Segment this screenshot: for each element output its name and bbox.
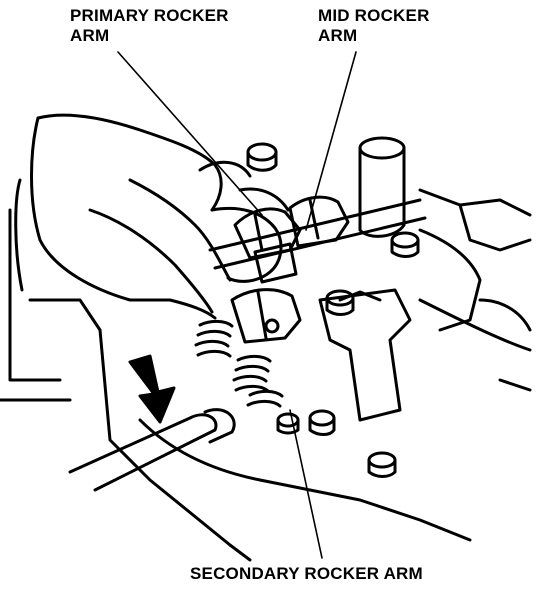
secondary-rocker-arm [230,288,302,344]
valve-springs [194,319,284,408]
tool-handle [68,408,236,492]
secondary-rocker-arm-label: SECONDARY ROCKER ARM [190,564,423,583]
mid-rocker-arm [288,195,350,248]
bolt-lower-right [367,451,397,478]
callout-leader-lines [117,51,357,559]
bolt-top-left [246,142,278,172]
bolt-lower-mid [308,409,336,436]
technician-hand [30,113,290,320]
mid-label-line2: ARM [318,26,358,45]
bolt-top-mid [390,231,420,258]
cam-holder-right [318,228,482,422]
mid-rocker-arm-label: MID ROCKER ARM [318,6,430,46]
primary-label-line1: PRIMARY ROCKER [70,6,229,25]
mid-label-line1: MID ROCKER [318,6,430,25]
primary-rocker-arm-label: PRIMARY ROCKER ARM [70,6,229,46]
cylinder-head [98,188,532,562]
bolt-lower-left [276,412,300,435]
bolt-center [325,289,355,316]
primary-label-line2: ARM [70,26,110,45]
tappet-cylinder [358,136,406,238]
engine-block-left-edge [0,178,102,402]
primary-rocker-arm [233,207,302,260]
push-direction-arrow [128,354,176,424]
